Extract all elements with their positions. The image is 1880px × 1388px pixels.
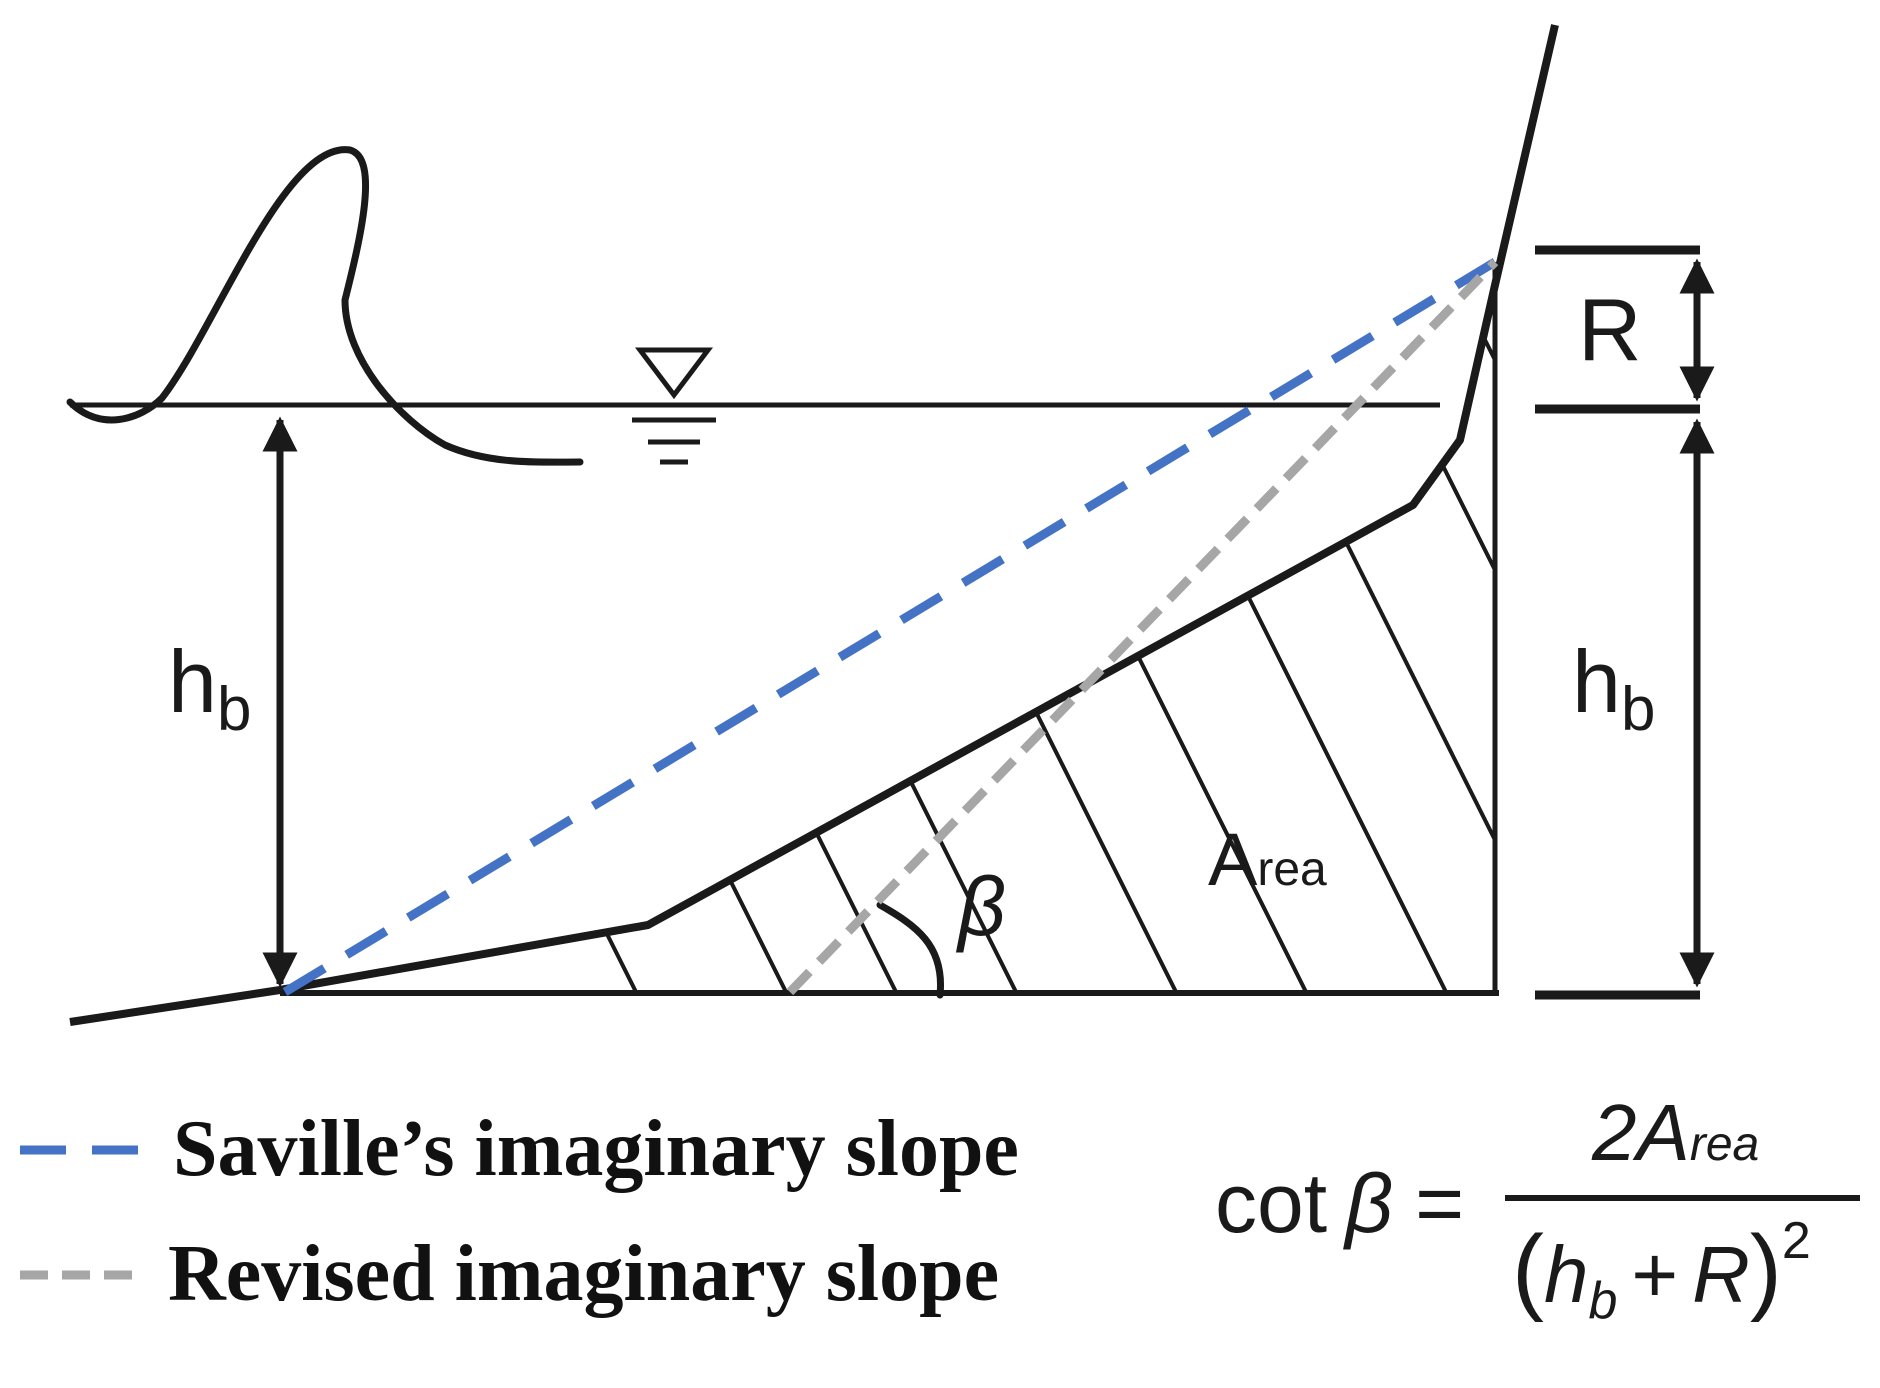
hb-left-label: hb bbox=[168, 632, 251, 744]
beta-angle-arc bbox=[876, 901, 945, 999]
formula-numerator: 2Area bbox=[1591, 1088, 1759, 1177]
structure-profile bbox=[69, 24, 1559, 1026]
legend-saville-label: Saville’s imaginary slope bbox=[173, 1105, 1019, 1193]
revised-slope-line bbox=[786, 258, 1499, 996]
water-level-symbol bbox=[632, 347, 716, 465]
area-label: Area bbox=[1208, 818, 1327, 901]
saville-slope-line bbox=[282, 258, 1498, 996]
legend: Saville’s imaginary slope Revised imagin… bbox=[20, 1105, 1019, 1318]
formula-denominator: (hb+R)2 bbox=[1512, 1212, 1811, 1330]
legend-revised-label: Revised imaginary slope bbox=[168, 1230, 999, 1318]
right-dimension-ticks bbox=[1535, 245, 1700, 1000]
wave-profile bbox=[66, 146, 584, 466]
r-label: R bbox=[1578, 280, 1642, 379]
hb-right-label: hb bbox=[1572, 632, 1655, 744]
beta-label: β bbox=[955, 859, 1006, 953]
